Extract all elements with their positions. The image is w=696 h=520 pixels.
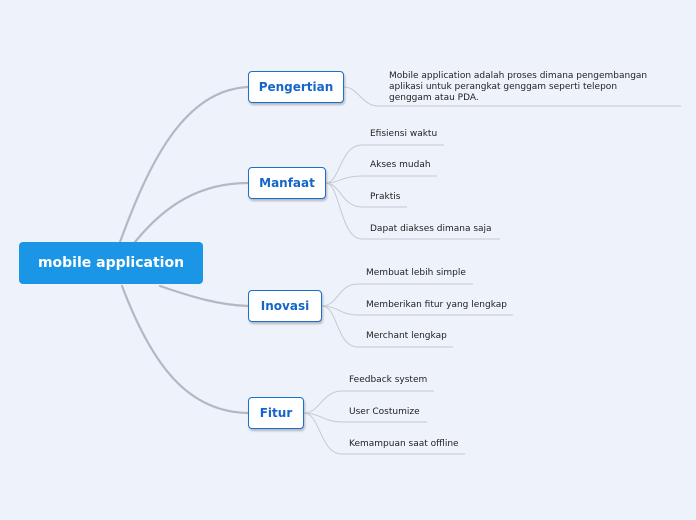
branch-pengertian xyxy=(118,85,250,244)
topic-manfaat[interactable]: Manfaat xyxy=(248,167,326,199)
subtopic-membuat-simple[interactable]: Membuat lebih simple xyxy=(366,268,466,278)
subtopic-dapat-diakses[interactable]: Dapat diakses dimana saja xyxy=(370,224,492,234)
subtopic-kemampuan-offline[interactable]: Kemampuan saat offline xyxy=(349,439,459,449)
topic-pengertian[interactable]: Pengertian xyxy=(248,71,344,103)
subtopic-merchant-lengkap[interactable]: Merchant lengkap xyxy=(366,331,447,341)
subtopic-user-costumize[interactable]: User Costumize xyxy=(349,407,420,417)
subtopic-fitur-lengkap[interactable]: Memberikan fitur yang lengkap xyxy=(366,300,507,310)
subtopic-praktis[interactable]: Praktis xyxy=(370,192,401,202)
subtopic-efisiensi-waktu[interactable]: Efisiensi waktu xyxy=(370,129,438,139)
subtopic-pengertian-definition[interactable]: Mobile application adalah proses dimana … xyxy=(389,71,648,103)
branch-inovasi xyxy=(158,284,250,308)
topic-fitur[interactable]: Fitur xyxy=(248,397,304,429)
subtopic-akses-mudah[interactable]: Akses mudah xyxy=(370,160,431,170)
topic-inovasi[interactable]: Inovasi xyxy=(248,290,322,322)
branch-manfaat xyxy=(133,181,250,244)
subtopic-feedback-system[interactable]: Feedback system xyxy=(349,375,428,385)
central-topic[interactable]: mobile application xyxy=(19,242,203,284)
branch-fitur xyxy=(120,284,250,415)
